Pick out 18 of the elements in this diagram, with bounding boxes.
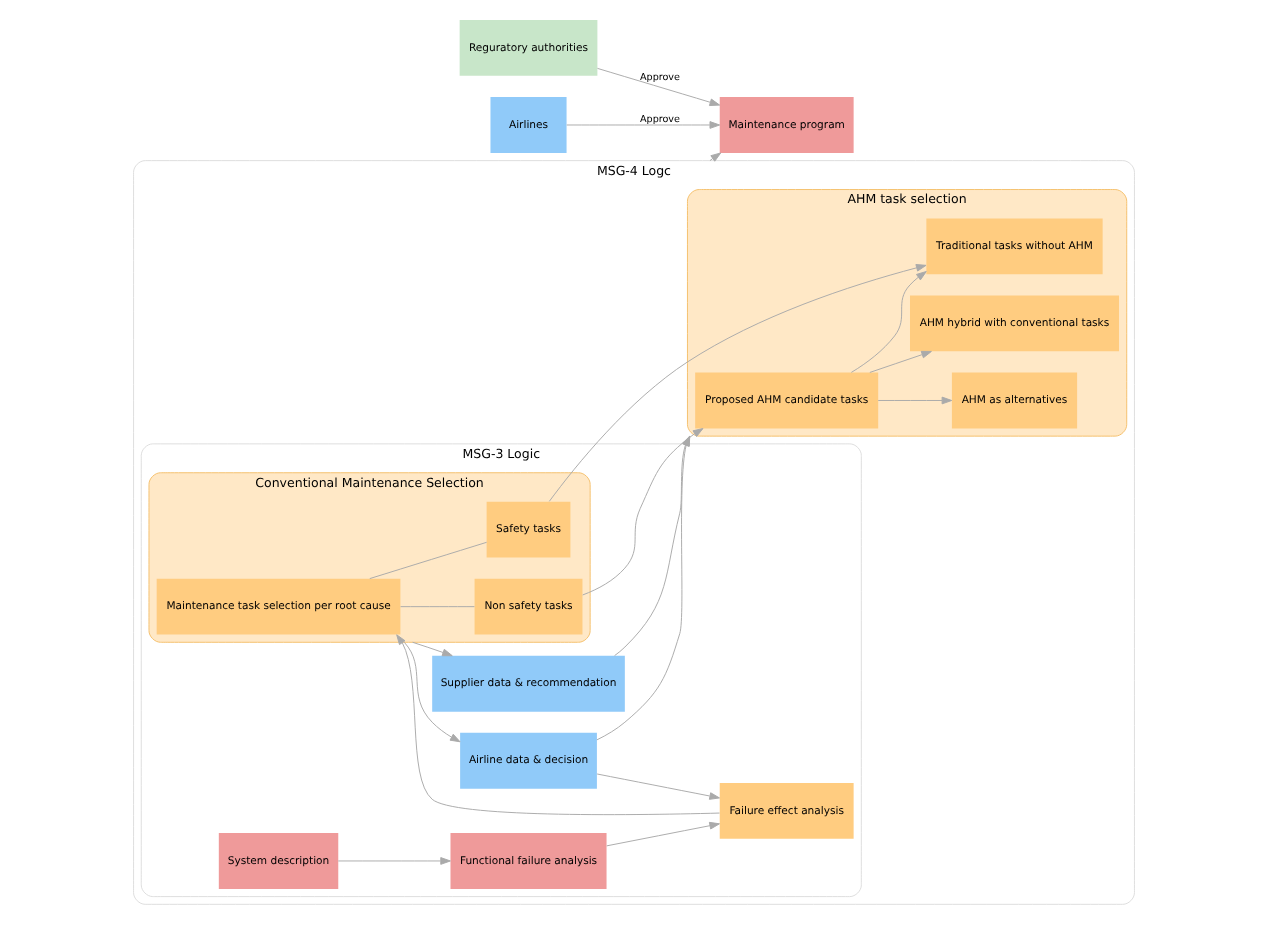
arrow — [395, 634, 719, 816]
arrow — [595, 435, 690, 741]
arrow — [565, 121, 720, 129]
arrow — [605, 821, 719, 847]
connector — [368, 541, 487, 580]
arrow — [849, 271, 926, 373]
arrow — [708, 152, 721, 162]
arrow — [596, 67, 720, 107]
arrow — [402, 641, 460, 743]
arrow — [336, 857, 450, 865]
arrow — [411, 641, 452, 657]
arrow — [876, 396, 952, 405]
connector — [399, 606, 474, 608]
arrow — [613, 435, 690, 657]
arrow — [868, 350, 931, 373]
arrow — [581, 428, 703, 596]
arrow — [595, 773, 719, 800]
arrow — [547, 264, 926, 502]
